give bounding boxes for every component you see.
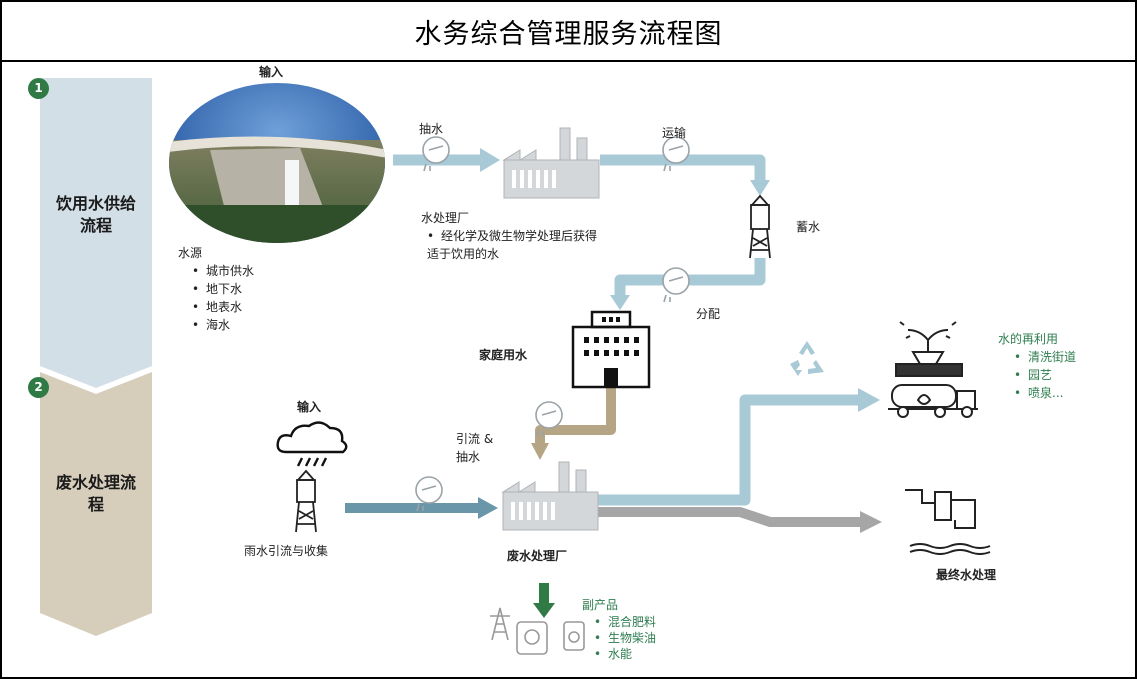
water-plant-icon <box>502 127 600 199</box>
stage2-number-badge: 2 <box>28 377 49 398</box>
wastewater-plant-icon <box>501 461 599 531</box>
water-source-photo <box>169 83 385 243</box>
list-item: 生物柴油 <box>594 630 656 646</box>
distribute-arrow-line <box>614 258 766 295</box>
wastewater-plant-label: 废水处理厂 <box>507 549 568 563</box>
water-plant-bullet-line2: 适于饮用的水 <box>427 247 500 261</box>
list-item: 混合肥料 <box>594 614 656 630</box>
pump-meter-icon <box>422 136 450 172</box>
stage2-label: 废水处理流 程 <box>55 473 136 514</box>
household-label: 家庭用水 <box>479 348 528 362</box>
household-meter-icon <box>535 401 563 437</box>
power-tower-icon <box>490 607 510 641</box>
list-item: 园艺 <box>1014 366 1076 384</box>
rain-cloud-icon <box>276 421 348 467</box>
waste-meter-icon <box>415 476 443 512</box>
final-arrow-line <box>598 507 860 527</box>
reuse-arrow-line <box>598 394 858 506</box>
water-plant-bullet-line1: 经化学及微生物学处理后获得 <box>441 229 598 243</box>
stage1-number-badge: 1 <box>28 78 49 99</box>
diagram-title: 水务综合管理服务流程图 <box>414 18 723 50</box>
transport-meter-icon <box>662 136 690 172</box>
final-treatment-label: 最终水处理 <box>936 568 997 582</box>
distribute-arrowhead <box>610 295 630 310</box>
tanker-truck-icon <box>888 384 978 418</box>
divert-pump-label: 引流 & 抽水 <box>456 432 494 464</box>
pump-label: 抽水 <box>419 122 444 136</box>
fertilizer-bag-icon <box>516 621 548 655</box>
title-bar: 水务综合管理服务流程图 <box>2 2 1135 62</box>
final-arrowhead <box>860 511 882 533</box>
list-item: 地表水 <box>192 298 254 316</box>
storage-tower-icon <box>749 194 771 259</box>
fountain-icon <box>895 321 963 377</box>
byproduct-list: 副产品 混合肥料 生物柴油 水能 <box>582 596 656 662</box>
pump-arrowhead <box>480 148 500 172</box>
supply-input-label: 输入 <box>259 65 284 79</box>
rain-tower-icon <box>295 469 317 533</box>
household-building-icon <box>571 310 651 389</box>
list-item: 喷泉... <box>1014 384 1076 402</box>
byproduct-icons <box>490 607 585 655</box>
household-arrow-line <box>535 385 616 443</box>
reuse-arrowhead <box>858 388 880 412</box>
list-item: 水能 <box>594 646 656 662</box>
transport-arrowhead <box>750 180 770 196</box>
household-arrowhead <box>531 443 549 460</box>
list-item: 地下水 <box>192 280 254 298</box>
waste-in-arrowhead <box>478 497 498 519</box>
outfall-pipe-icon <box>905 489 991 555</box>
distribute-label: 分配 <box>696 307 721 321</box>
stage2-band <box>40 372 152 636</box>
transport-arrow-line <box>600 154 766 180</box>
reuse-title: 水的再利用 <box>998 332 1059 346</box>
list-item: 清洗街道 <box>1014 348 1076 366</box>
rain-collection-label: 雨水引流与收集 <box>244 544 329 558</box>
byproduct-title: 副产品 <box>582 598 619 612</box>
distribute-meter-icon <box>662 267 690 303</box>
recycle-icon <box>790 341 824 376</box>
fuel-can-icon <box>563 621 585 651</box>
water-plant-title: 水处理厂 <box>421 211 470 225</box>
stage1-band <box>40 78 152 388</box>
water-plant-description: 水处理厂 •经化学及微生物学处理后获得 适于饮用的水 <box>421 211 598 261</box>
byproduct-arrowhead <box>533 603 555 618</box>
stage1-label: 饮用水供给 流程 <box>55 194 136 235</box>
list-item: 海水 <box>192 316 254 334</box>
list-item: 城市供水 <box>192 262 254 280</box>
water-source-list: 水源 城市供水 地下水 地表水 海水 <box>178 244 254 334</box>
waste-input-label: 输入 <box>297 400 322 414</box>
water-source-title: 水源 <box>178 246 203 260</box>
reuse-list: 水的再利用 清洗街道 园艺 喷泉... <box>998 330 1076 402</box>
storage-label: 蓄水 <box>796 220 821 234</box>
transport-label: 运输 <box>662 126 687 140</box>
